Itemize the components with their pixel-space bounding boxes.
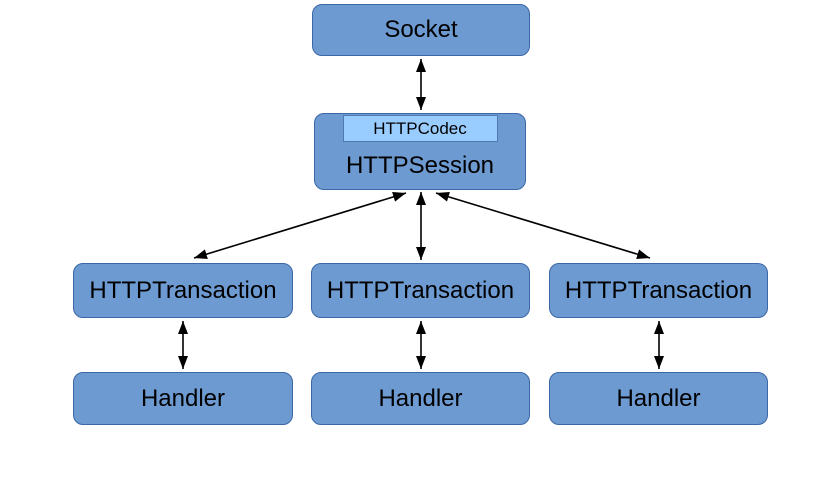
httptransaction-label-left: HTTPTransaction xyxy=(89,276,277,304)
httpsession-label: HTTPSession xyxy=(345,151,495,179)
handler-node-right: Handler xyxy=(549,372,768,425)
httptransaction-node-left: HTTPTransaction xyxy=(73,263,293,318)
arrow-session-transaction-left xyxy=(193,192,407,259)
httpcodec-label: HTTPCodec xyxy=(373,118,467,138)
socket-label: Socket xyxy=(384,16,458,43)
httpcodec-node: HTTPCodec xyxy=(342,115,498,142)
httptransaction-label-right: HTTPTransaction xyxy=(564,276,753,304)
socket-node: Socket xyxy=(312,4,530,56)
handler-label-middle: Handler xyxy=(378,384,463,412)
handler-node-middle: Handler xyxy=(311,372,530,425)
handler-label-left: Handler xyxy=(140,384,226,412)
arrow-session-transaction-right xyxy=(435,191,651,260)
httpsession-node: HTTPCodec HTTPSession xyxy=(314,113,526,190)
httptransaction-node-middle: HTTPTransaction xyxy=(311,263,530,318)
httptransaction-node-right: HTTPTransaction xyxy=(549,263,768,318)
handler-label-right: Handler xyxy=(616,384,701,412)
handler-node-left: Handler xyxy=(73,372,293,425)
httptransaction-label-middle: HTTPTransaction xyxy=(326,276,515,304)
